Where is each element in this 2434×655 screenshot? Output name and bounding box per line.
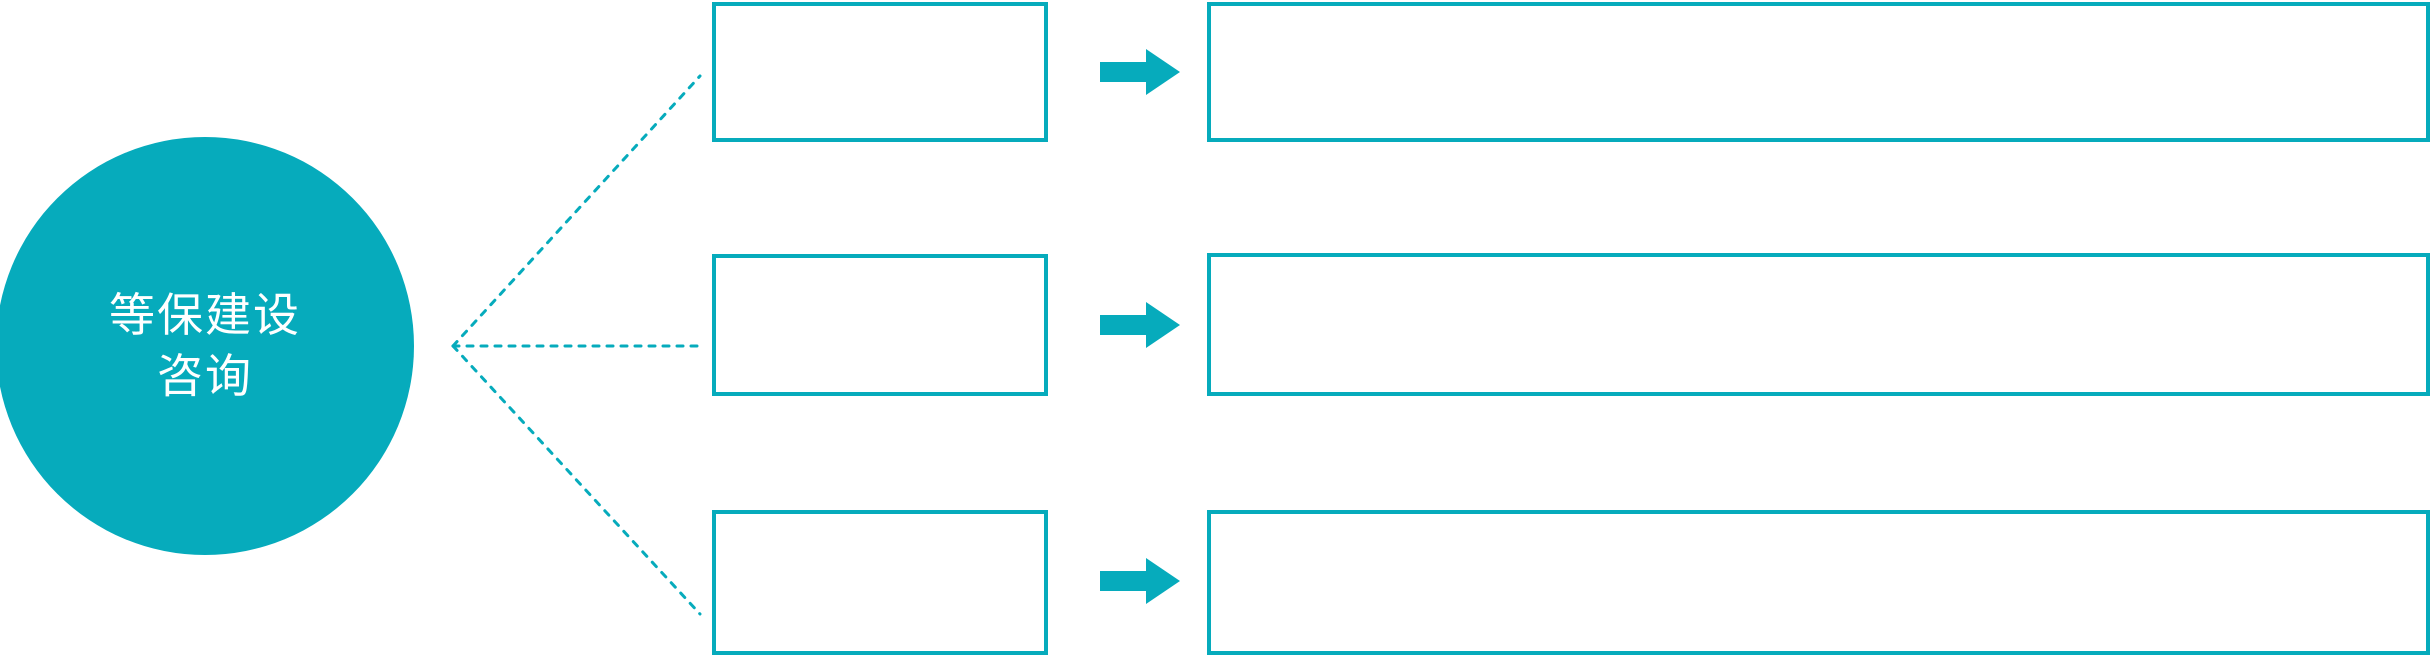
connector-line-row-1 <box>451 74 702 348</box>
arrow-right-icon-row-1 <box>1100 49 1180 95</box>
hub-label-line-2: 咨询 <box>157 350 253 402</box>
arrow-right-icon-row-2 <box>1100 302 1180 348</box>
detail-box-row-2[interactable] <box>1207 253 2430 396</box>
detail-box-row-1[interactable] <box>1207 2 2430 142</box>
stage-box-row-1[interactable] <box>712 2 1048 142</box>
hub-label-line-1: 等保建设 <box>109 289 301 342</box>
arrow-right-icon-row-3 <box>1100 558 1180 604</box>
detail-box-row-3[interactable] <box>1207 510 2430 655</box>
hub-circle[interactable]: 等保建设 咨询 <box>0 137 414 555</box>
connector-line-row-3 <box>451 344 702 616</box>
stage-box-row-3[interactable] <box>712 510 1048 655</box>
stage-box-row-2[interactable] <box>712 254 1048 396</box>
